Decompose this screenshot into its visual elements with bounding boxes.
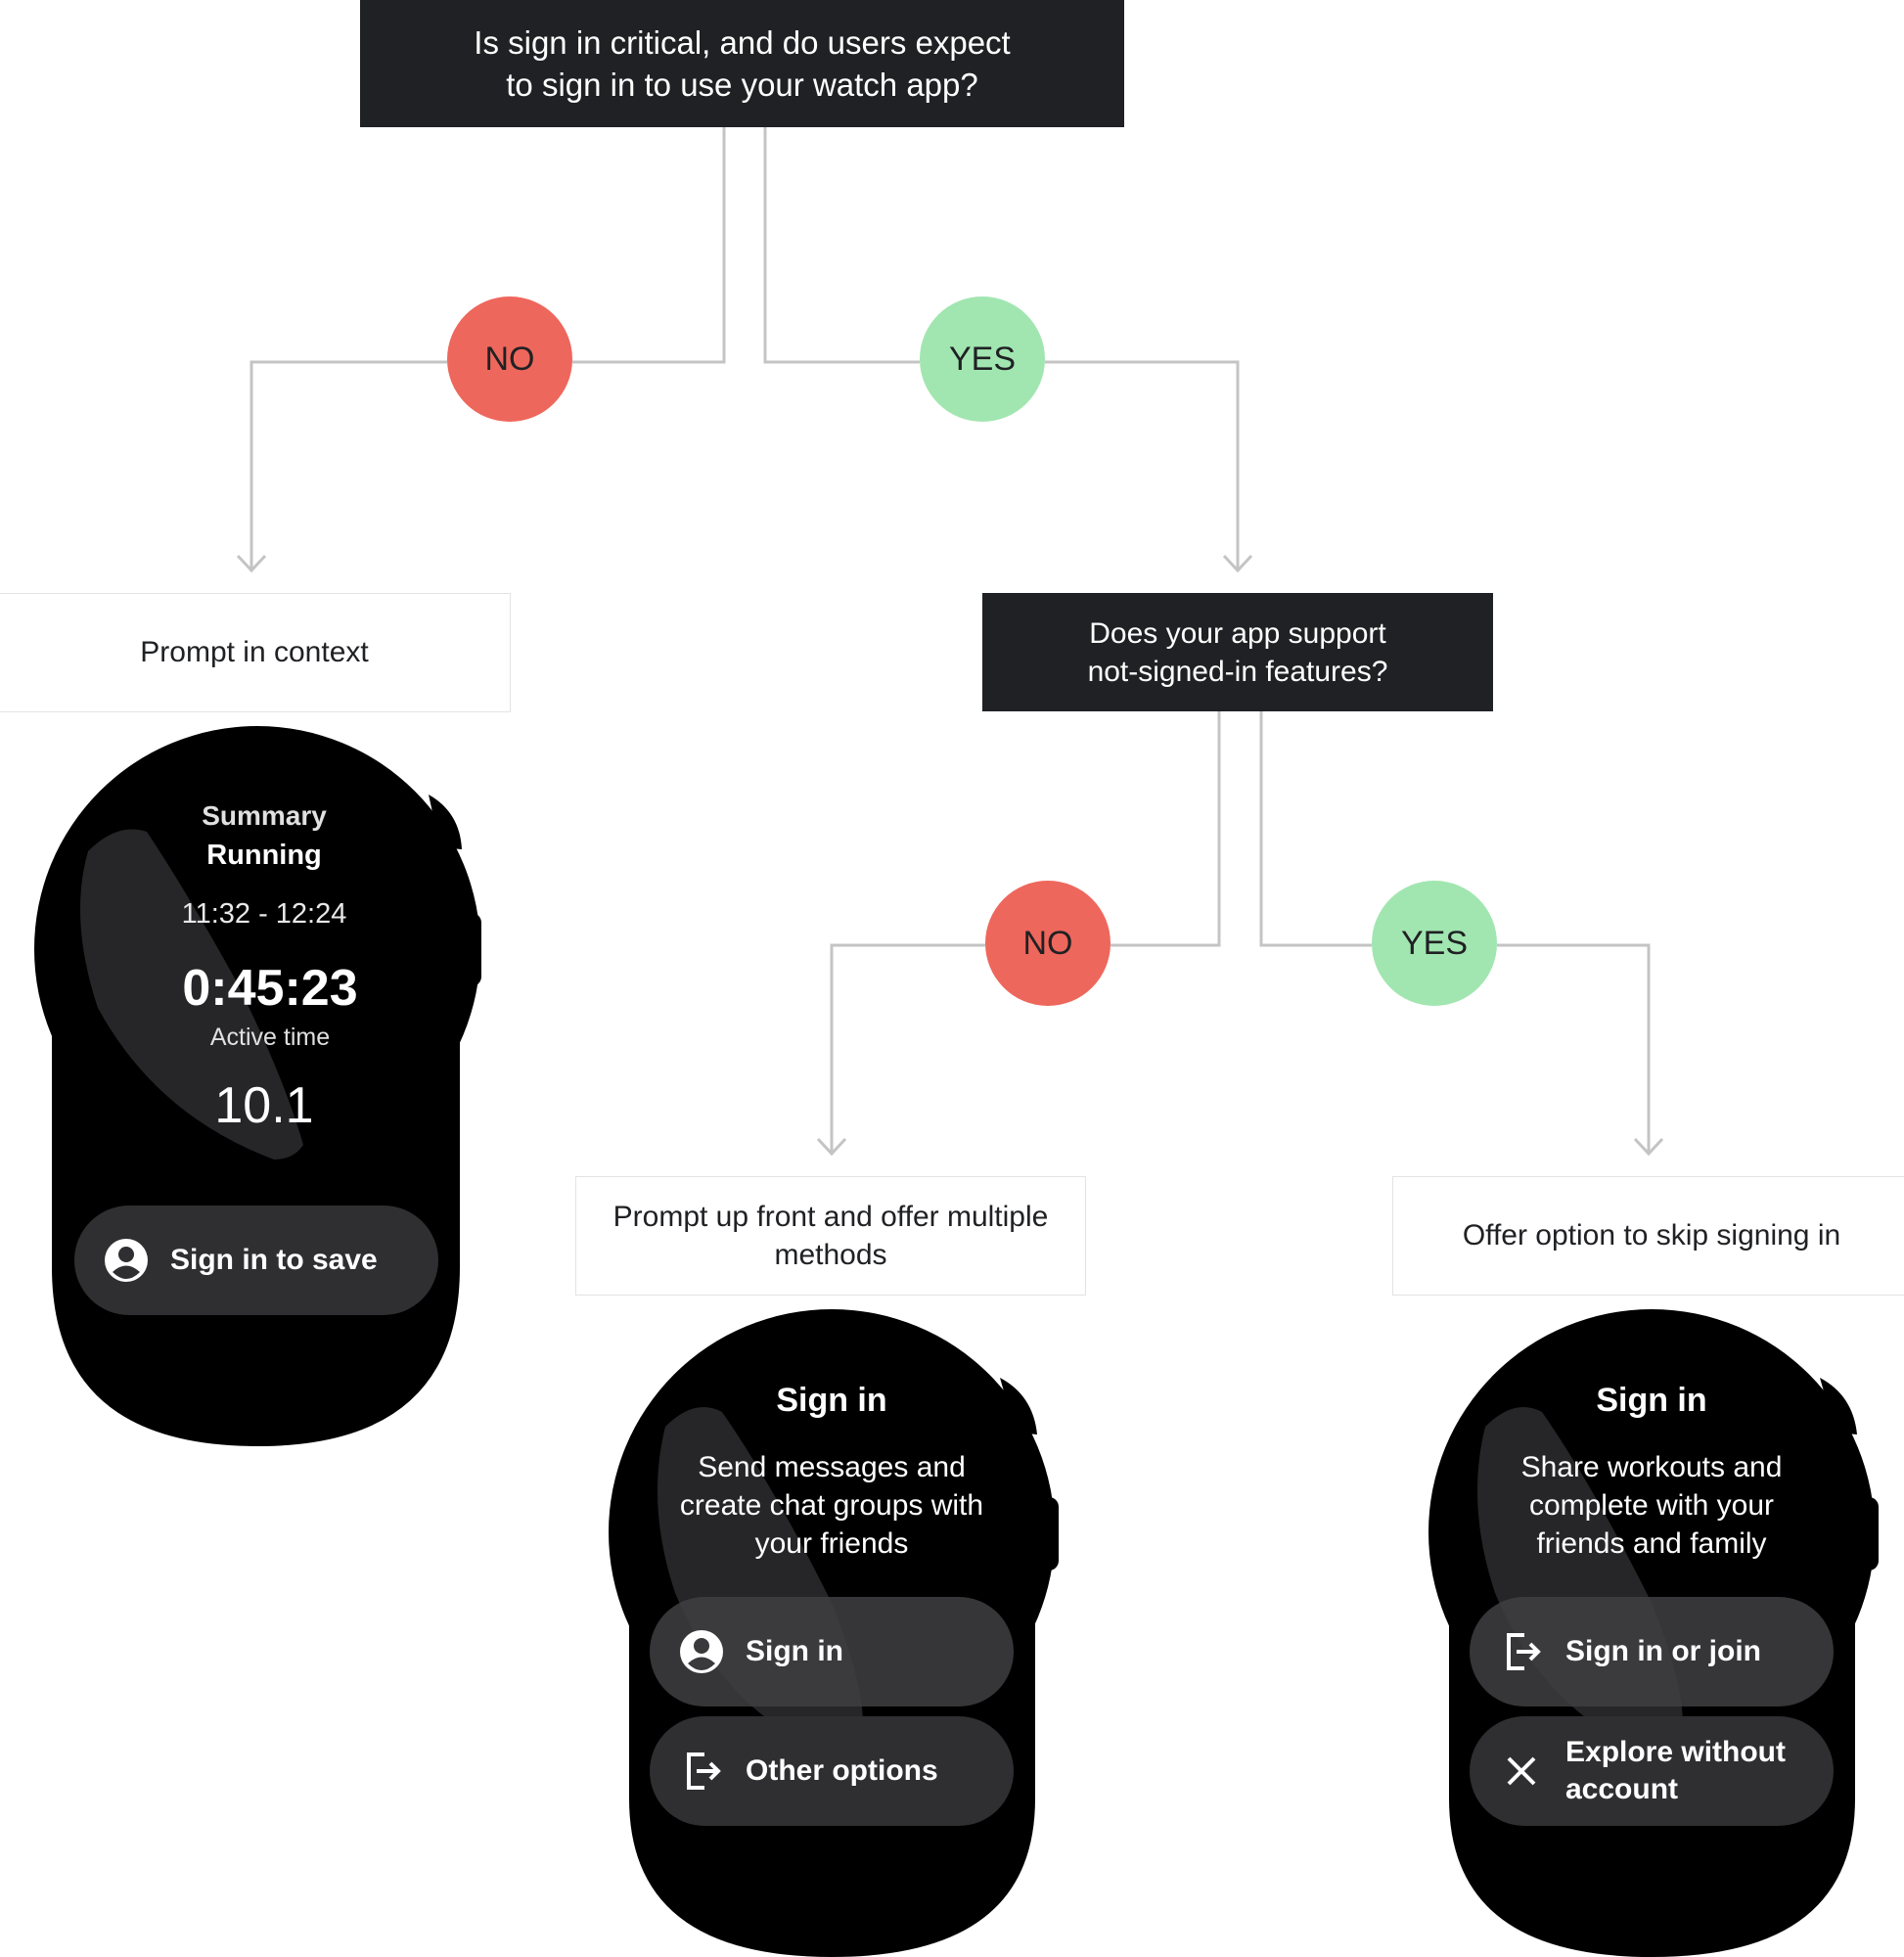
sign-in-or-join-button[interactable]: Sign in or join	[1470, 1597, 1834, 1707]
outcome-label: Offer option to skip signing in	[1462, 1219, 1841, 1252]
sign-in-to-save-button[interactable]: Sign in to save	[74, 1206, 438, 1315]
sign-in-to-save-label: Sign in to save	[170, 1244, 378, 1276]
question-not-signed-in-features: Does your app support not-signed-in feat…	[982, 593, 1493, 711]
branch-yes-circle: YES	[920, 296, 1045, 422]
watch-mockup-upfront: Sign in Send messages and create chat gr…	[607, 1309, 1076, 1957]
explore-without-account-button[interactable]: Explore without account	[1470, 1716, 1834, 1826]
question-line: not-signed-in features?	[1087, 655, 1388, 688]
watch-metric: 10.1	[214, 1077, 314, 1134]
branch-no-circle: NO	[447, 296, 572, 422]
outcome-label-line: Prompt up front and offer multiple	[612, 1201, 1049, 1233]
close-icon	[1499, 1749, 1544, 1794]
sign-in-label: Sign in	[746, 1635, 843, 1667]
watch-mockup-context: Summary Running 11:32 - 12:24 0:45:23 Ac…	[29, 724, 499, 1448]
watch-body	[34, 726, 481, 1446]
arrow-prompt-context	[236, 554, 267, 573]
arrow-prompt-upfront	[816, 1137, 847, 1157]
watch-time-range: 11:32 - 12:24	[181, 898, 347, 930]
connector-q1-no	[572, 127, 726, 364]
arrow-q2	[1222, 554, 1253, 573]
explore-label-line: account	[1565, 1773, 1679, 1805]
account-circle-icon	[104, 1238, 149, 1283]
question-line: Does your app support	[1089, 616, 1386, 650]
connector-no-down	[830, 943, 985, 1153]
connector-q2-yes	[1259, 711, 1372, 947]
watch-body-line: friends and family	[1536, 1527, 1767, 1560]
watch-duration: 0:45:23	[182, 960, 358, 1017]
watch-label: Summary	[202, 800, 327, 831]
account-circle-icon	[679, 1629, 724, 1674]
watch-body-text: Share workouts and complete with your fr…	[1427, 1448, 1877, 1563]
watch-body-line: complete with your	[1528, 1489, 1775, 1522]
watch-title: Sign in	[776, 1382, 887, 1419]
other-options-button[interactable]: Other options	[650, 1716, 1014, 1826]
outcome-label: Prompt in context	[140, 636, 369, 668]
watch-body-line: Send messages and	[698, 1451, 966, 1483]
sign-in-button[interactable]: Sign in	[650, 1597, 1014, 1707]
other-options-label: Other options	[746, 1754, 938, 1787]
arrow-offer-skip	[1633, 1137, 1664, 1157]
question-line: Is sign in critical, and do users expect	[474, 24, 1011, 61]
connector-yes-right	[1045, 360, 1240, 569]
branch-yes-circle: YES	[1372, 881, 1497, 1006]
branch-no-circle: NO	[985, 881, 1111, 1006]
sign-in-or-join-label: Sign in or join	[1565, 1635, 1761, 1667]
connector-yes-down	[1497, 943, 1651, 1153]
question-line: to sign in to use your watch app?	[506, 67, 978, 103]
watch-duration-label: Active time	[209, 1024, 331, 1051]
watch-body-line: Share workouts and	[1520, 1451, 1783, 1483]
watch-mockup-skip: Sign in Share workouts and complete with…	[1427, 1309, 1904, 1957]
watch-body-text: Send messages and create chat groups wit…	[607, 1448, 1057, 1563]
connector-no-left	[249, 360, 447, 569]
outcome-offer-skip: Offer option to skip signing in	[1392, 1176, 1904, 1296]
outcome-prompt-up-front: Prompt up front and offer multiple metho…	[575, 1176, 1086, 1296]
watch-activity: Running	[206, 840, 322, 871]
explore-label-line: Explore without	[1565, 1736, 1786, 1768]
watch-title: Sign in	[1596, 1382, 1707, 1419]
connector-q1-yes	[763, 127, 920, 364]
login-icon	[1499, 1629, 1544, 1674]
explore-without-account-label: Explore without account	[1565, 1734, 1786, 1808]
question-sign-in-critical: Is sign in critical, and do users expect…	[360, 0, 1124, 127]
outcome-label-line: methods	[774, 1239, 887, 1271]
login-icon	[679, 1749, 724, 1794]
watch-body-line: create chat groups with	[679, 1489, 984, 1522]
connector-q2-no	[1111, 711, 1221, 947]
watch-body-line: your friends	[754, 1527, 909, 1560]
outcome-prompt-in-context: Prompt in context	[0, 593, 511, 712]
